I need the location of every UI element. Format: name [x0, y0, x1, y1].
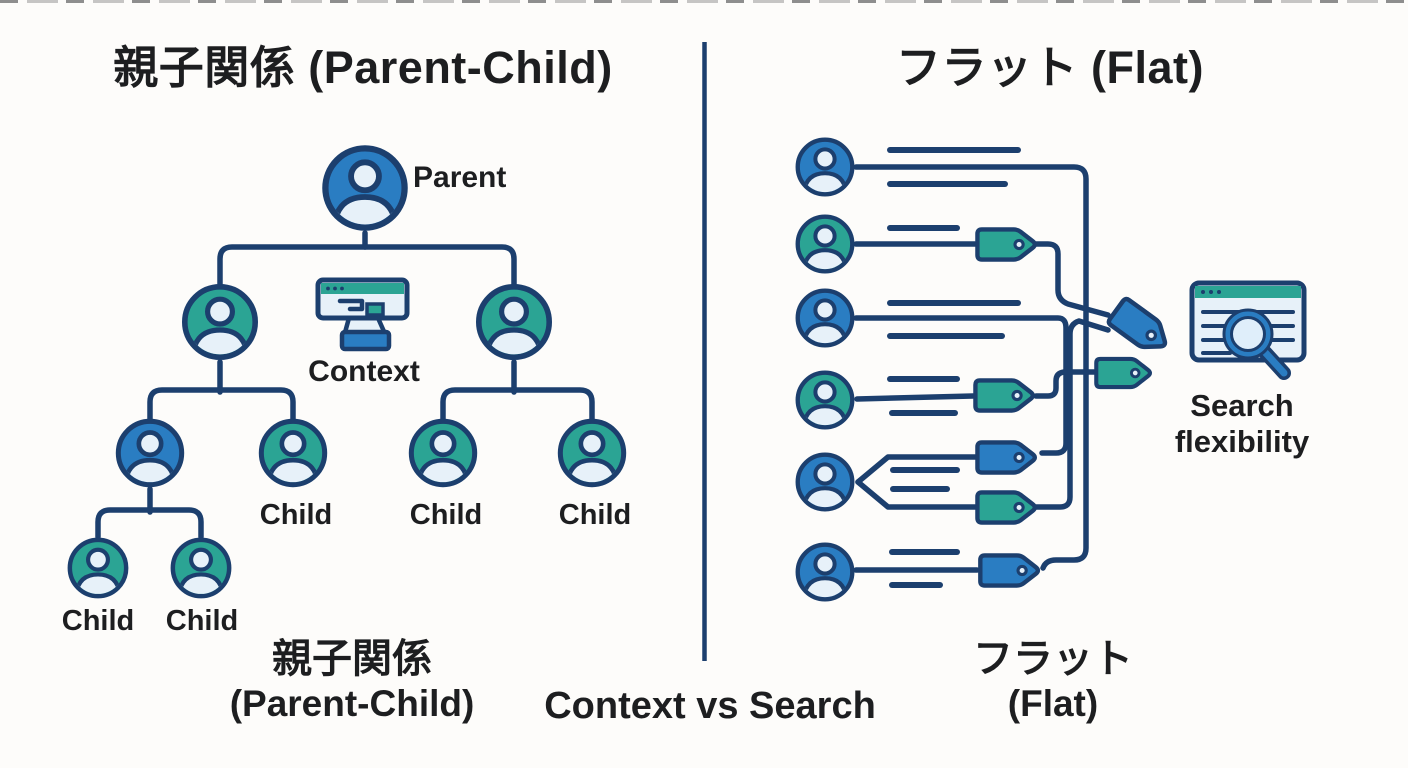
person-icon-child-2 — [261, 421, 324, 490]
person-icon-grandchild-2 — [173, 540, 229, 601]
left-footer-jp: 親子関係 — [272, 637, 432, 681]
flat-tags — [975, 229, 1173, 585]
person-icon-row-2 — [798, 217, 853, 277]
right-footer-en: (Flat) — [1007, 683, 1099, 724]
child-node-label: Child — [61, 605, 135, 637]
person-icon-child-4 — [560, 421, 623, 490]
center-caption: Context vs Search — [544, 685, 876, 727]
tree-connectors — [95, 230, 595, 540]
child-node-label: Child — [259, 499, 333, 531]
search-flexibility-line2: flexibility — [1174, 424, 1310, 459]
row-text-lines — [887, 147, 1021, 588]
person-icon-parent — [325, 148, 404, 234]
magnifier-icon — [1222, 308, 1291, 380]
tag-icon-row-4 — [975, 380, 1032, 410]
child-node-label: Child — [558, 499, 632, 531]
child-node-label: Child — [409, 499, 483, 531]
top-edge-artifact — [0, 0, 1408, 3]
left-footer-en: (Parent-Child) — [229, 683, 475, 724]
right-panel-title: フラット (Flat) — [896, 42, 1204, 93]
tag-icon-floating-teal — [1096, 359, 1150, 387]
tag-icon-row-6 — [980, 555, 1038, 585]
person-icon-mid-left — [185, 287, 255, 364]
flat-rows — [798, 140, 853, 605]
tag-icon-row-5a — [977, 442, 1034, 472]
right-footer-jp: フラット — [973, 637, 1133, 681]
person-icon-child-1 — [118, 421, 181, 490]
tag-icon-row-2 — [977, 229, 1034, 259]
tag-icon-floating-blue — [1107, 297, 1173, 357]
context-browser-icon — [315, 277, 410, 352]
person-icon-row-3 — [798, 291, 853, 351]
context-label: Context — [308, 355, 420, 388]
left-panel-title: 親子関係 (Parent-Child) — [113, 42, 613, 93]
search-browser-icon — [1189, 280, 1307, 380]
person-icon-child-3 — [411, 421, 474, 490]
person-icon-row-5 — [798, 455, 853, 515]
flat-connectors — [853, 164, 1111, 573]
child-node-label: Child — [165, 605, 239, 637]
search-flexibility-label: Search flexibility — [1175, 388, 1309, 460]
tag-icon-row-5b — [977, 492, 1034, 522]
person-icon-grandchild-1 — [70, 540, 126, 601]
person-icon-row-4 — [798, 373, 853, 433]
search-flexibility-line1: Search — [1190, 388, 1294, 423]
person-icon-row-6 — [798, 545, 853, 605]
parent-node-label: Parent — [413, 161, 507, 194]
person-icon-mid-right — [479, 287, 549, 364]
person-icon-row-1 — [798, 140, 853, 200]
